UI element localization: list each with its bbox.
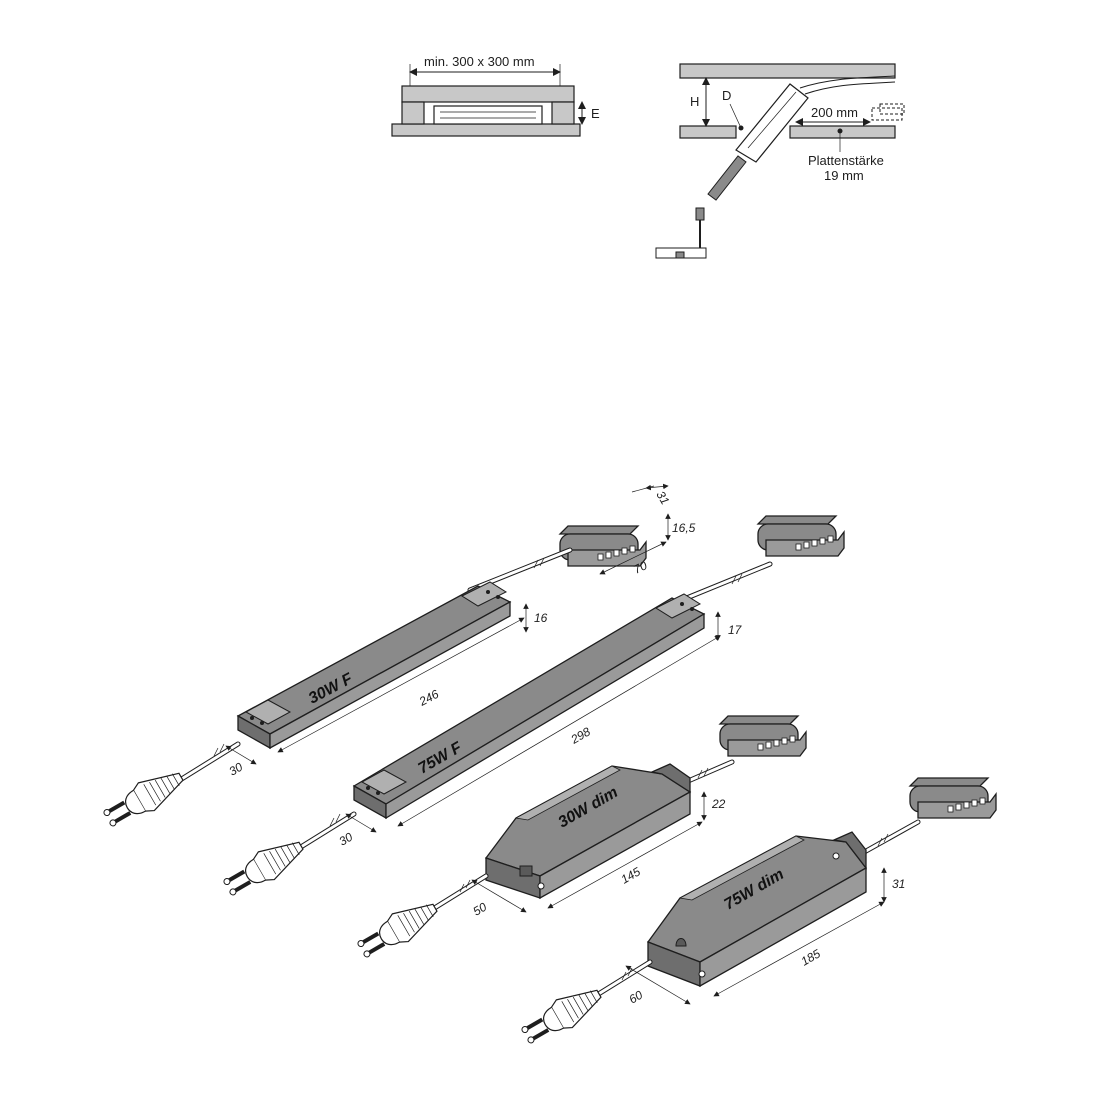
height-30w-dim: 22 bbox=[711, 797, 726, 811]
length-75w-dim: 185 bbox=[799, 946, 824, 968]
distance-label: 200 mm bbox=[811, 105, 858, 120]
height-75w-f: 17 bbox=[728, 623, 743, 637]
plug-30w-f bbox=[97, 760, 191, 836]
right-support bbox=[551, 101, 575, 125]
upper-board bbox=[401, 85, 575, 103]
thickness-value: 19 mm bbox=[824, 168, 864, 183]
d-label: D bbox=[722, 88, 731, 103]
driver-in-cavity bbox=[433, 105, 543, 125]
length-30w-dim: 145 bbox=[619, 864, 644, 886]
plug-75w-dim bbox=[515, 977, 609, 1053]
distributor-width: 31 bbox=[653, 489, 672, 508]
height-75w-dim: 31 bbox=[892, 877, 905, 891]
cable-75w-f: 30 bbox=[337, 830, 356, 849]
length-75w-f: 298 bbox=[568, 724, 593, 747]
unit-75w-f: 75W F 298 17 30 bbox=[217, 515, 845, 905]
lower-board bbox=[391, 123, 581, 137]
routing-lower-board-right bbox=[789, 125, 896, 139]
plug-30w-dim bbox=[351, 891, 445, 967]
distributor-75w-f bbox=[757, 515, 845, 557]
cable-75w-dim: 60 bbox=[627, 988, 646, 1007]
height-30w-f: 16 bbox=[534, 611, 548, 625]
distributor-height: 16,5 bbox=[672, 521, 696, 535]
routing-lower-board-left bbox=[679, 125, 737, 139]
distributor-length: 70 bbox=[631, 558, 649, 577]
left-support bbox=[401, 101, 425, 125]
routed-cable-sleeve bbox=[707, 155, 747, 201]
distributor-75w-dim bbox=[909, 777, 997, 819]
distributor-dimensions: 31 16,5 70 bbox=[599, 483, 696, 577]
unit-30w-dim: 30W dim 145 22 50 bbox=[351, 715, 807, 967]
cable-30w-dim: 50 bbox=[471, 900, 490, 919]
distributor-30w-f bbox=[559, 525, 647, 567]
thickness-label: Plattenstärke bbox=[808, 153, 884, 168]
routed-driver bbox=[735, 83, 809, 163]
cable-30w-f: 30 bbox=[227, 760, 246, 779]
clearance-diagram: min. 300 x 300 mm E bbox=[391, 54, 600, 137]
e-label: E bbox=[591, 106, 600, 121]
routing-upper-board bbox=[679, 63, 896, 79]
distributor-30w-dim bbox=[719, 715, 807, 757]
min-size-label: min. 300 x 300 mm bbox=[424, 54, 535, 69]
plug-75w-f bbox=[217, 829, 311, 905]
length-30w-f: 246 bbox=[416, 687, 441, 709]
h-label: H bbox=[690, 94, 699, 109]
unit-75w-dim: 75W dim 185 31 60 bbox=[515, 777, 997, 1053]
routing-diagram: H D 200 mm Plattenstärke 19 mm bbox=[655, 63, 905, 259]
